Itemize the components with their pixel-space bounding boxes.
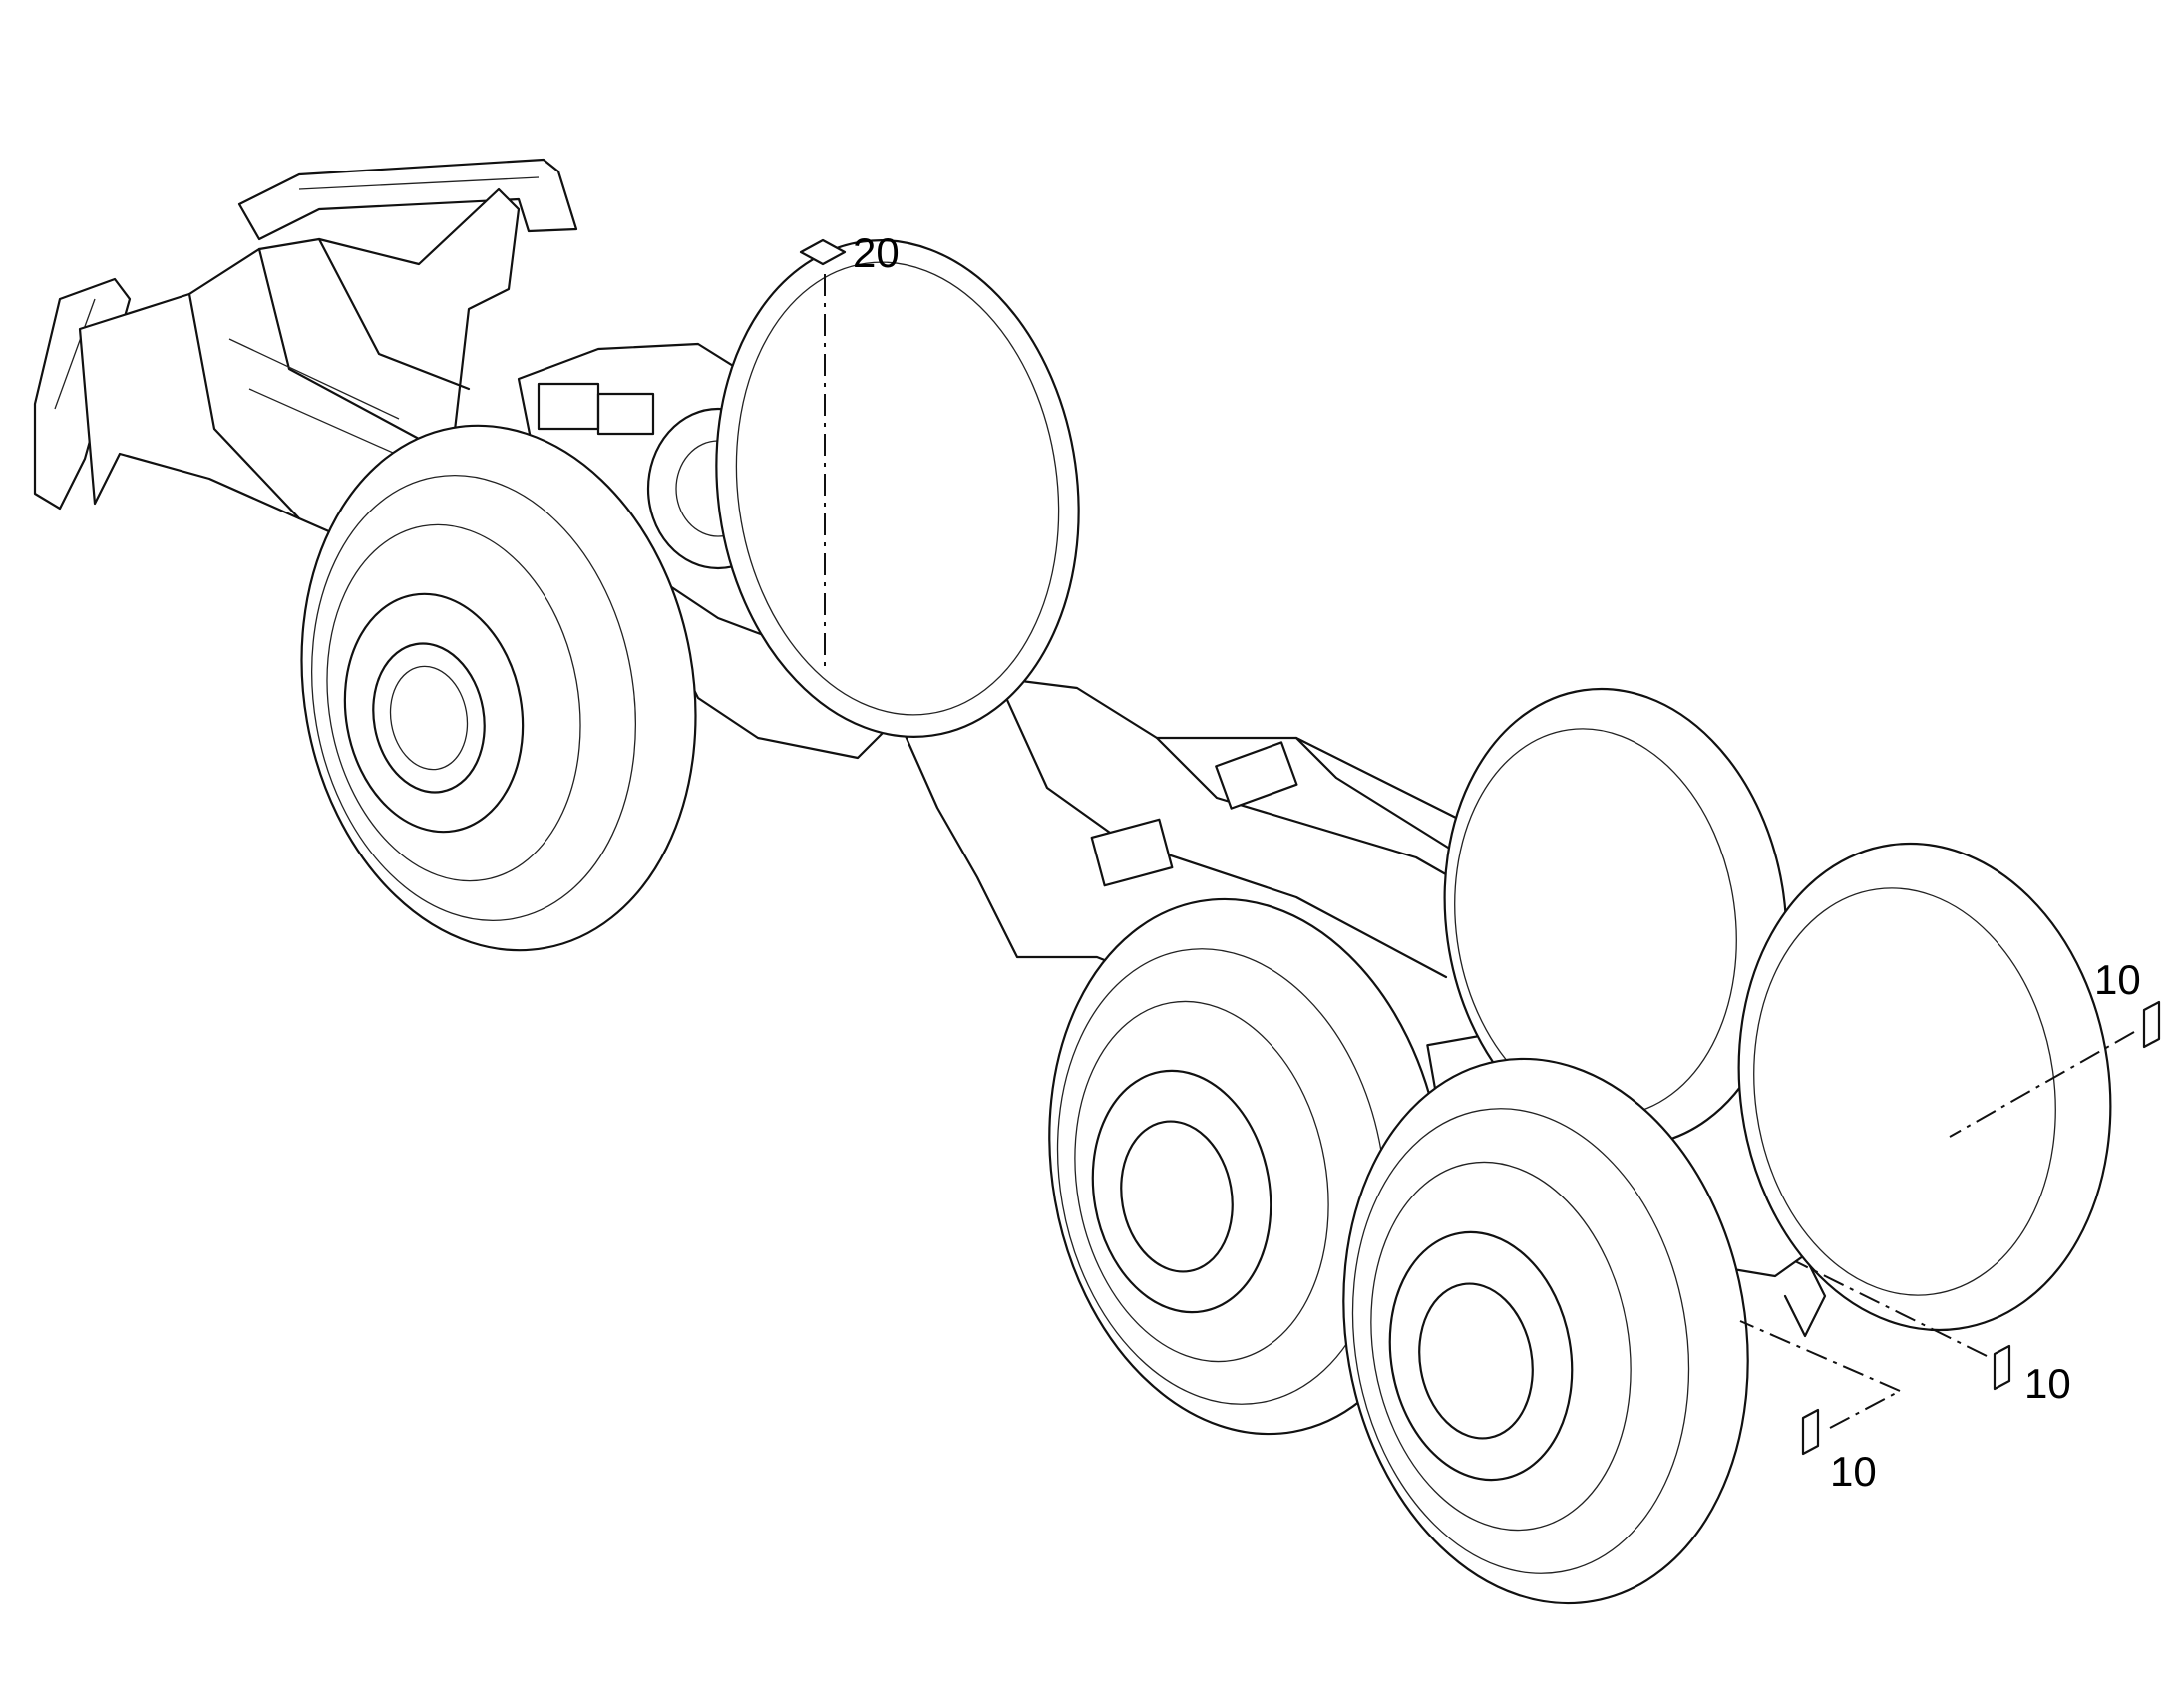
- rear-left-wheel-2: [1342, 1057, 1749, 1605]
- callout-20-label: 20: [853, 229, 900, 276]
- callout-10-b-label: 10: [2024, 1360, 2071, 1407]
- callout-10-a: 10: [1949, 956, 2161, 1138]
- label-plate-icon: [1801, 1408, 1820, 1456]
- label-plate-icon: [799, 238, 847, 266]
- callout-10-a-label: 10: [2094, 956, 2141, 1003]
- callout-10-c: 10: [1739, 1320, 1901, 1495]
- callout-10-b: 10: [1794, 1260, 2071, 1407]
- rear-right-wheel-2: [1737, 842, 2112, 1332]
- front-right-wheel: [715, 239, 1080, 738]
- label-plate-icon: [1993, 1344, 2011, 1391]
- label-plate-icon: [2142, 1000, 2161, 1049]
- front-left-wheel: [300, 424, 697, 952]
- callout-10-c-label: 10: [1830, 1448, 1877, 1495]
- callout-20: 20: [799, 229, 900, 668]
